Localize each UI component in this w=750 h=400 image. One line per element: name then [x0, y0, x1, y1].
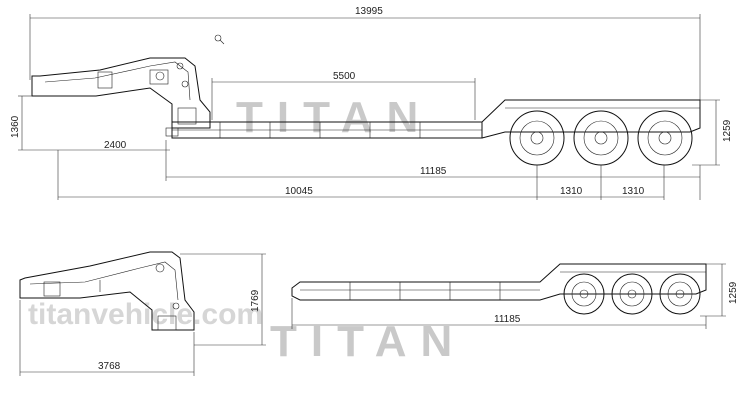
dim-rear-height-lower: 1259	[728, 281, 739, 304]
dim-frame-length-lower: 11185	[494, 314, 521, 325]
dim-deck-length: 5500	[333, 71, 356, 82]
dim-kingpin-to-axle: 10045	[285, 186, 313, 197]
dim-axle-spacing-2: 1310	[622, 186, 645, 197]
titan-watermark-bottom: TITAN	[270, 317, 466, 366]
dim-axle-spacing-1: 1310	[560, 186, 583, 197]
dim-rear-height: 1259	[722, 119, 733, 142]
dim-gooseneck-length: 3768	[98, 361, 121, 372]
magnifier-icon	[214, 34, 225, 45]
frame-only-view: 1259 11185	[291, 263, 739, 329]
detached-gooseneck-view: 1769 3768	[19, 251, 266, 376]
lower-axle-group	[563, 273, 701, 315]
dim-frame-length: 11185	[420, 166, 447, 177]
dim-kingpin-offset: 2400	[104, 140, 127, 151]
dim-gooseneck-height-lower: 1769	[250, 289, 261, 312]
titan-watermark-top: TITAN	[236, 93, 432, 142]
dim-overall-length: 13995	[355, 6, 383, 17]
rear-axle-group	[509, 110, 693, 166]
side-view: 13995 5500 1360 2400	[10, 6, 733, 200]
dim-gooseneck-height: 1360	[10, 115, 21, 138]
url-watermark: titanvehicle.com	[28, 298, 263, 331]
